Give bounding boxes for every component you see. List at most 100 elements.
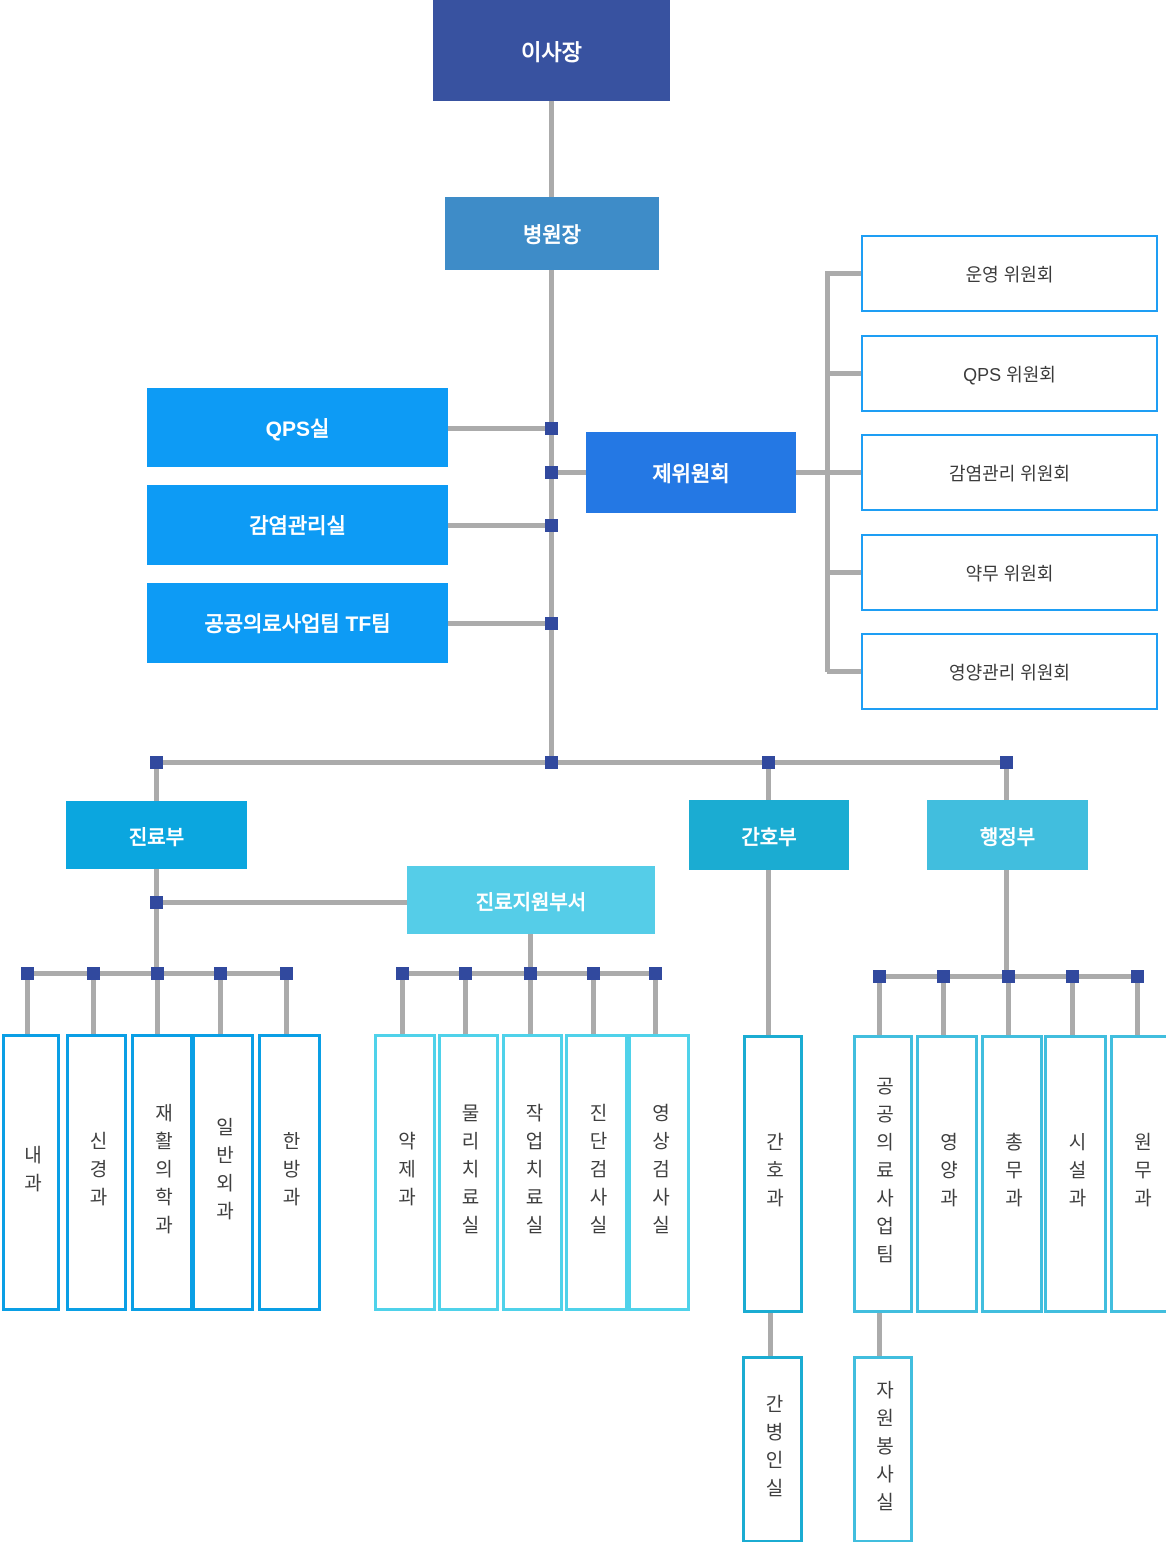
unit-label: 약제과: [394, 1130, 416, 1215]
connector-line: [827, 470, 861, 475]
office-label: QPS실: [265, 417, 330, 441]
connector-line: [827, 570, 861, 575]
office-box-infection-control: 감염관리실: [147, 485, 448, 565]
committee-label: 약무 위원회: [965, 563, 1054, 584]
junction-node: [21, 967, 34, 980]
unit-label: 공공의료사업팀: [872, 1076, 894, 1272]
junction-node: [524, 967, 537, 980]
junction-node: [1002, 970, 1015, 983]
unit-box-general-surgery: 일반외과: [192, 1034, 254, 1311]
junction-node: [1131, 970, 1144, 983]
dept-label: 진료지원부서: [475, 891, 587, 914]
connector-line: [941, 976, 946, 1035]
junction-node: [459, 967, 472, 980]
junction-node: [150, 896, 163, 909]
junction-node: [1066, 970, 1079, 983]
dept-label: 간호부: [741, 826, 797, 849]
unit-box-nutrition-section: 영양과: [916, 1035, 978, 1313]
unit-box-pharmacy: 약제과: [374, 1034, 436, 1311]
unit-label: 진단검사실: [586, 1102, 607, 1243]
unit-box-occupational-therapy: 작업치료실: [502, 1034, 563, 1311]
junction-node: [396, 967, 409, 980]
unit-label: 간호과: [762, 1132, 784, 1216]
connector-line: [448, 426, 551, 431]
committee-box-infection-control: 감염관리 위원회: [861, 434, 1158, 511]
connector-line: [1006, 976, 1011, 1035]
connector-line: [156, 900, 407, 905]
unit-label: 일반외과: [212, 1116, 234, 1229]
connector-line: [284, 973, 289, 1034]
connector-line: [796, 470, 825, 475]
committee-label: 영양관리 위원회: [949, 662, 1070, 683]
connector-line: [549, 270, 554, 763]
junction-node: [545, 617, 558, 630]
committee-box-pharmacy: 약무 위원회: [861, 534, 1158, 611]
connector-line: [152, 760, 1008, 765]
unit-box-public-medical-team: 공공의료사업팀: [853, 1035, 913, 1313]
dept-label: 진료부: [128, 826, 185, 849]
connector-line: [154, 869, 159, 973]
connector-line: [448, 621, 551, 626]
dept-label: 행정부: [979, 826, 1036, 849]
unit-box-physical-therapy: 물리치료실: [438, 1034, 499, 1311]
unit-box-caregiver-room: 간병인실: [742, 1356, 803, 1542]
chairman-label: 이사장: [521, 39, 582, 65]
unit-label: 시설과: [1065, 1132, 1086, 1216]
unit-box-imaging-lab: 영상검사실: [628, 1034, 690, 1311]
junction-node: [649, 967, 662, 980]
junction-node: [545, 422, 558, 435]
office-box-public-medical-tf: 공공의료사업팀 TF팀: [147, 583, 448, 663]
junction-node: [545, 466, 558, 479]
committee-box-qps: QPS 위원회: [861, 335, 1158, 412]
director-box: 병원장: [445, 197, 659, 270]
unit-label: 내과: [20, 1144, 42, 1201]
junction-node: [1000, 756, 1013, 769]
unit-box-patient-affairs: 원무과: [1110, 1035, 1166, 1313]
junction-node: [545, 756, 558, 769]
connector-line: [528, 934, 533, 973]
chairman-box: 이사장: [433, 0, 670, 101]
connector-line: [877, 1307, 882, 1356]
unit-label: 작업치료실: [522, 1102, 543, 1243]
junction-node: [545, 519, 558, 532]
office-label: 공공의료사업팀 TF팀: [204, 613, 391, 636]
committee-label: QPS 위원회: [963, 364, 1056, 385]
unit-label: 물리치료실: [458, 1102, 479, 1243]
junction-node: [87, 967, 100, 980]
junction-node: [151, 967, 164, 980]
unit-label: 간병인실: [762, 1393, 783, 1506]
connector-line: [766, 870, 771, 1035]
committee-box-operations: 운영 위원회: [861, 235, 1158, 312]
unit-label: 원무과: [1130, 1132, 1152, 1216]
connector-line: [1135, 976, 1140, 1035]
committee-label: 감염관리 위원회: [949, 463, 1070, 484]
connector-line: [653, 973, 658, 1034]
connector-line: [827, 271, 861, 276]
connector-line: [91, 973, 96, 1034]
dept-box-nursing: 간호부: [689, 800, 849, 870]
dept-box-admin: 행정부: [927, 800, 1088, 870]
director-label: 병원장: [523, 223, 581, 247]
junction-node: [873, 970, 886, 983]
connector-line: [1004, 763, 1009, 800]
unit-label: 재활의학과: [151, 1102, 173, 1243]
junction-node: [587, 967, 600, 980]
connector-line: [25, 973, 30, 1034]
connector-line: [549, 101, 554, 197]
unit-box-neurology: 신경과: [66, 1034, 127, 1311]
junction-node: [150, 756, 163, 769]
unit-label: 자원봉사실: [872, 1379, 894, 1520]
unit-box-diagnostic-lab: 진단검사실: [565, 1034, 628, 1311]
connector-line: [1004, 870, 1009, 974]
junction-node: [280, 967, 293, 980]
committees-hub-box: 제위원회: [586, 432, 796, 513]
unit-label: 총무과: [1001, 1132, 1023, 1216]
connector-line: [528, 973, 533, 1034]
connector-line: [827, 371, 861, 376]
connector-line: [766, 763, 771, 800]
unit-label: 영상검사실: [648, 1102, 670, 1243]
unit-box-facilities: 시설과: [1044, 1035, 1107, 1313]
connector-line: [591, 973, 596, 1034]
dept-box-medical-support: 진료지원부서: [407, 866, 655, 934]
junction-node: [762, 756, 775, 769]
